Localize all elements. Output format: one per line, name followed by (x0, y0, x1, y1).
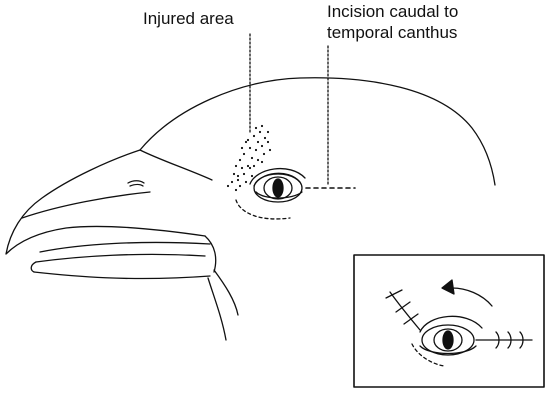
head-outline (140, 78, 495, 185)
suture-l3 (404, 314, 418, 324)
label-incision: Incision caudal to temporal canthus (327, 1, 458, 43)
inset-frame (354, 255, 544, 387)
lower-beak-tip (31, 262, 36, 272)
nostril-detail (130, 185, 143, 187)
inset-content (386, 280, 532, 366)
label-incision-line1: Incision caudal to (327, 1, 458, 22)
inset-eye-pupil (443, 331, 453, 349)
inset-cheek-dashed (412, 344, 444, 366)
beak-ridge (22, 192, 150, 218)
label-injured-area: Injured area (143, 8, 234, 29)
mouth-line (40, 242, 210, 252)
eye-pupil (273, 179, 283, 197)
gape-curve (205, 236, 216, 272)
inset-arrowhead (442, 280, 454, 294)
label-incision-line2: temporal canthus (327, 22, 458, 43)
eye-main (250, 169, 305, 202)
lower-beak-lower (34, 272, 210, 279)
inset-incision-left (390, 292, 420, 330)
crown-to-beak-line (140, 150, 212, 180)
cheek-dashed (236, 200, 290, 219)
nostril (128, 181, 144, 183)
injured-area-stipple (227, 125, 271, 191)
jaw-line (208, 278, 226, 340)
lower-beak-upper (36, 254, 205, 262)
inset-arrow-curve (452, 288, 492, 306)
